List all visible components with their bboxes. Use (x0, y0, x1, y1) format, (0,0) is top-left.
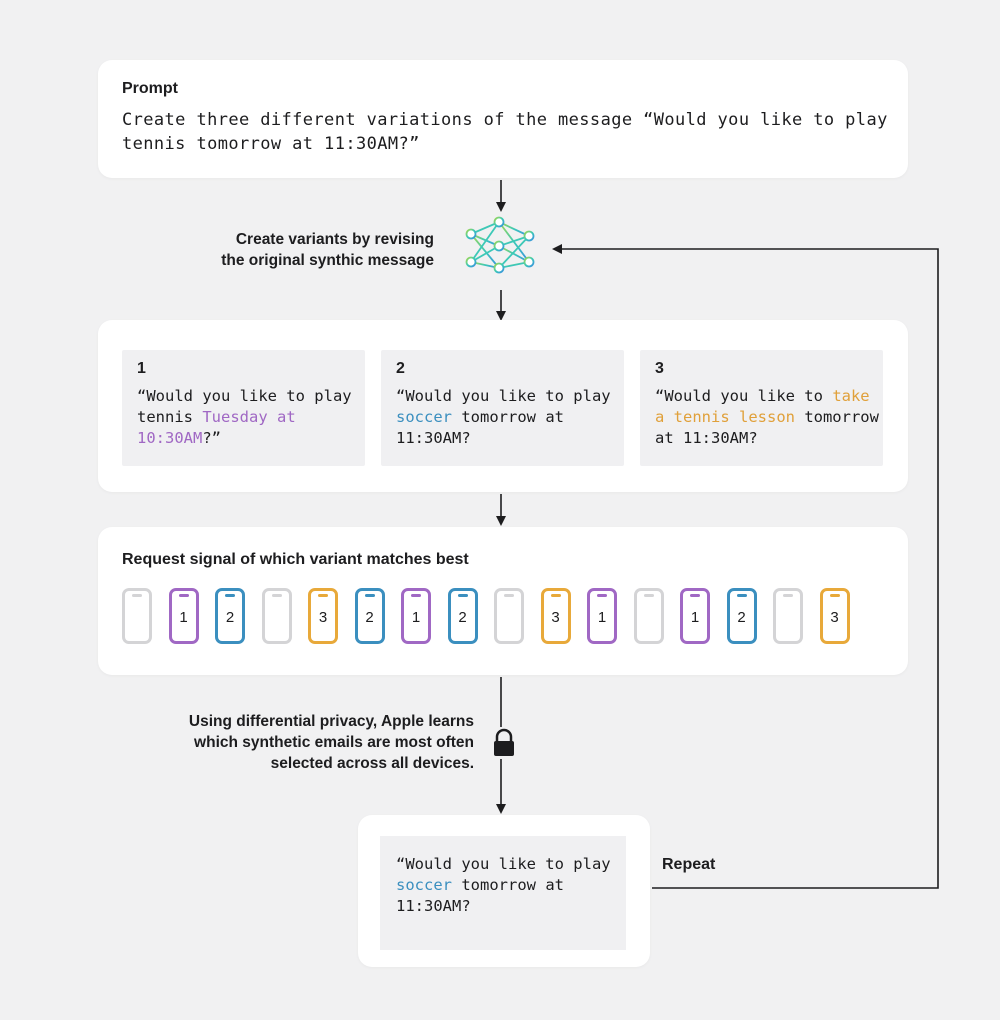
phone-notch (643, 594, 654, 597)
phone-vote-number: 3 (551, 609, 560, 626)
variant-highlight: soccer (396, 408, 452, 426)
phone-vote-2: 2 (215, 588, 245, 644)
phone-notch (132, 594, 142, 597)
privacy-label-line1: Using differential privacy, Apple learns (188, 713, 474, 730)
phone-notch (178, 594, 189, 597)
neural-network-icon (465, 216, 535, 274)
phone-vote-number: 2 (458, 609, 467, 626)
prompt-title: Prompt (122, 80, 178, 97)
variant-box: 2 “Would you like to play soccer tomorro… (381, 350, 624, 466)
phone-vote-number: 3 (318, 609, 328, 626)
phone-notch (829, 594, 840, 597)
phone-vote-number: 1 (690, 609, 700, 626)
phone-notch (318, 594, 328, 597)
phone-vote-1: 1 (168, 588, 199, 644)
variant-box: 1 “Would you like to play tennis Tuesday… (122, 350, 365, 466)
repeat-loop-line (552, 244, 939, 889)
variant-number: 1 (137, 360, 146, 377)
phone-vote-number: 1 (597, 609, 607, 626)
variants-card: 1 “Would you like to play tennis Tuesday… (98, 320, 908, 492)
phone-vote-1: 1 (587, 588, 617, 644)
result-text-pre: “Would you like to play (396, 855, 611, 873)
variant-box: 3 “Would you like to take a tennis lesso… (640, 350, 883, 466)
phone-vote-2: 2 (354, 588, 385, 644)
privacy-label-line3: selected across all devices. (270, 755, 474, 772)
phone-vote-empty (261, 588, 292, 644)
privacy-label-line2: which synthetic emails are most often (194, 734, 474, 751)
phone-notch (457, 594, 468, 597)
variant-number: 3 (655, 360, 664, 377)
phone-notch (550, 594, 561, 597)
phone-notch (783, 594, 793, 597)
phone-vote-empty (122, 588, 152, 644)
result-text: “Would you like to play soccer tomorrow … (396, 854, 618, 917)
phone-vote-1: 1 (680, 588, 710, 644)
phone-vote-number: 2 (737, 609, 746, 626)
phone-vote-3: 3 (308, 588, 338, 644)
result-highlight: soccer (396, 876, 452, 894)
phone-notch (411, 594, 421, 597)
variant-number: 2 (396, 360, 405, 377)
phone-vote-number: 1 (179, 609, 188, 626)
phone-notch (225, 594, 235, 597)
result-box: “Would you like to play soccer tomorrow … (380, 836, 626, 950)
phone-vote-1: 1 (401, 588, 431, 644)
variant-highlight: take a tennis lesson (655, 387, 870, 426)
variant-text-post: ?” (202, 429, 221, 447)
privacy-label: Using differential privacy, Apple learns… (140, 711, 474, 774)
phone-vote-empty (494, 588, 524, 644)
variant-text-post: tomorrow at 11:30AM? (396, 408, 564, 447)
variant-text-pre: “Would you like to (655, 387, 833, 405)
signal-title: Request signal of which variant matches … (122, 551, 469, 568)
phone-notch (271, 594, 282, 597)
phone-vote-empty (633, 588, 664, 644)
variant-text: “Would you like to take a tennis lesson … (655, 386, 880, 449)
phone-vote-2: 2 (726, 588, 757, 644)
lock-icon (494, 728, 514, 756)
create-variants-label: Create variants by revising the original… (150, 229, 434, 271)
phone-vote-3: 3 (540, 588, 571, 644)
variant-text-pre: “Would you like to play (396, 387, 611, 405)
signal-card: Request signal of which variant matches … (98, 527, 908, 675)
variant-text: “Would you like to play soccer tomorrow … (396, 386, 621, 449)
repeat-label: Repeat (662, 856, 716, 873)
variant-highlight: Tuesday at 10:30AM (137, 408, 296, 447)
result-text-post: tomorrow at 11:30AM? (396, 876, 564, 915)
phone-notch (364, 594, 375, 597)
phone-notch (504, 594, 514, 597)
create-variants-label-line2: the original synthic message (221, 252, 434, 269)
phone-vote-number: 1 (411, 609, 421, 626)
variant-text: “Would you like to play tennis Tuesday a… (137, 386, 362, 449)
variant-text-pre: “Would you like to play tennis (137, 387, 352, 426)
phone-notch (736, 594, 747, 597)
variant-text-post: tomorrow at 11:30AM? (655, 408, 879, 447)
phone-vote-number: 2 (365, 609, 374, 626)
prompt-card: Prompt Create three different variations… (98, 60, 908, 178)
phone-vote-number: 2 (225, 609, 235, 626)
result-card: “Would you like to play soccer tomorrow … (358, 815, 650, 967)
phone-vote-number: 3 (830, 609, 839, 626)
phone-vote-2: 2 (447, 588, 478, 644)
phone-vote-empty (773, 588, 803, 644)
phone-notch (597, 594, 607, 597)
phone-notch (690, 594, 700, 597)
prompt-text: Create three different variations of the… (122, 110, 888, 154)
create-variants-label-line1: Create variants by revising (235, 231, 434, 248)
phone-vote-3: 3 (819, 588, 850, 644)
